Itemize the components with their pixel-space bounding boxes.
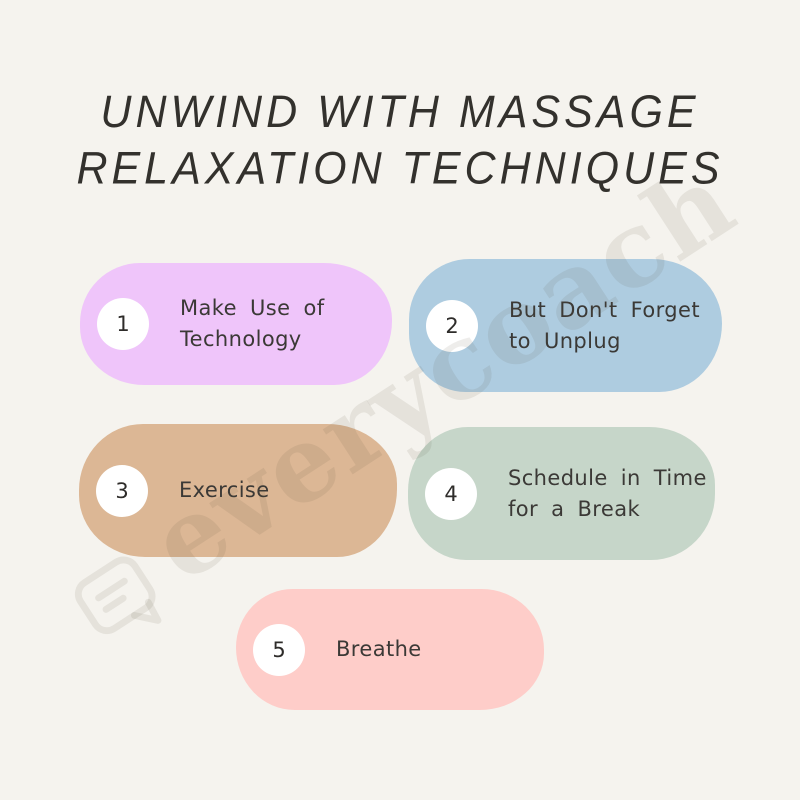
step-pill-1: 1 Make Use of Technology [80, 263, 392, 385]
step-pill-3: 3 Exercise [79, 424, 397, 557]
page-title: UNWIND WITH MASSAGE RELAXATION TECHNIQUE… [0, 85, 800, 198]
step-1-number-badge: 1 [97, 298, 149, 350]
speech-bubble-icon [74, 556, 162, 634]
step-1-number: 1 [116, 312, 130, 336]
step-3-number: 3 [115, 478, 129, 503]
step-3-label: Exercise [179, 478, 270, 502]
step-4-number: 4 [444, 481, 458, 506]
step-5-number: 5 [272, 637, 286, 662]
step-pill-5: 5 Breathe [236, 589, 544, 710]
step-5-label: Breathe [336, 637, 422, 661]
step-2-number: 2 [445, 313, 459, 338]
watermark: everycoach [44, 139, 756, 661]
step-4-number-badge: 4 [425, 467, 477, 520]
step-4-label: Schedule in Time for a Break [508, 465, 707, 521]
title-line-1: UNWIND WITH MASSAGE [100, 86, 700, 138]
step-5-number-badge: 5 [253, 623, 305, 676]
step-pill-2: 2 But Don't Forget to Unplug [409, 259, 722, 392]
step-1-label: Make Use of Technology [180, 296, 325, 351]
step-2-number-badge: 2 [426, 299, 478, 352]
step-2-label: But Don't Forget to Unplug [509, 297, 700, 353]
title-line-2: RELAXATION TECHNIQUES [76, 143, 724, 195]
step-3-number-badge: 3 [96, 464, 148, 517]
step-pill-4: 4 Schedule in Time for a Break [408, 427, 715, 560]
